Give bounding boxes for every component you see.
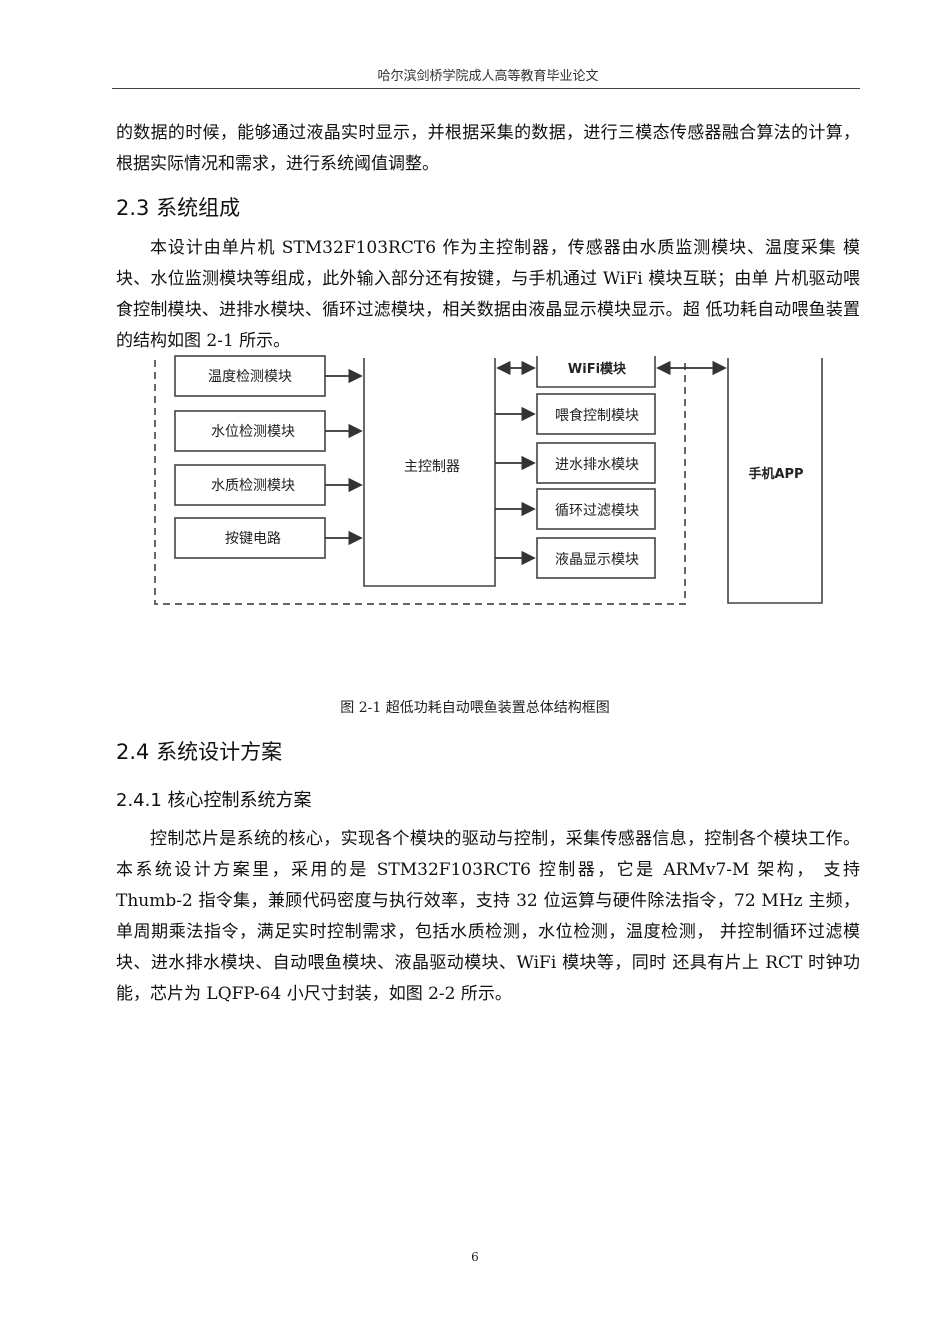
- section-2-4-1-paragraph: 控制芯片是系统的核心，实现各个模块的驱动与控制，采集传感器信息，控制各个模块工作…: [116, 829, 860, 1004]
- intro-paragraph: 的数据的时候，能够通过液晶实时显示，并根据采集的数据，进行三模态传感器融合算法的…: [116, 123, 860, 174]
- figure-caption: 图 2-1 超低功耗自动喂鱼装置总体结构框图: [340, 700, 610, 716]
- input-module-label: 温度检测模块: [208, 369, 292, 385]
- section-2-3-paragraph: 本设计由单片机 STM32F103RCT6 作为主控制器，传感器由水质监测模块、…: [116, 238, 860, 351]
- system-boundary: [154, 360, 686, 605]
- input-module-water-level: 水位检测模块: [174, 410, 326, 452]
- section-heading-2-3: 2.3 系统组成: [116, 196, 241, 220]
- output-module-lcd: 液晶显示模块: [536, 537, 656, 579]
- output-module-label: 喂食控制模块: [555, 407, 639, 424]
- running-header: 哈尔滨剑桥学院成人高等教育毕业论文: [377, 69, 599, 84]
- input-module-water-quality: 水质检测模块: [174, 464, 326, 506]
- output-module-label: 液晶显示模块: [555, 552, 639, 568]
- main-controller-label: 主控制器: [404, 459, 460, 475]
- main-controller: 主控制器: [363, 358, 496, 587]
- page-number: 6: [471, 1250, 479, 1264]
- system-block-diagram: 温度检测模块 水位检测模块 水质检测模块 按键电路 主控制器 WiFi模块 喂食…: [154, 355, 823, 605]
- wifi-module-label: WiFi模块: [568, 361, 627, 377]
- input-module-label: 水位检测模块: [211, 424, 295, 440]
- input-module-label: 水质检测模块: [211, 478, 295, 494]
- section-heading-2-4: 2.4 系统设计方案: [116, 740, 283, 764]
- header-divider: [112, 88, 860, 89]
- output-module-label: 循环过滤模块: [555, 503, 639, 519]
- output-module-feeding: 喂食控制模块: [536, 393, 656, 435]
- input-module-temperature: 温度检测模块: [174, 355, 326, 397]
- phone-app-label: 手机APP: [748, 466, 803, 482]
- output-module-label: 进水排水模块: [555, 457, 639, 473]
- phone-app: 手机APP: [727, 358, 823, 604]
- output-module-water-in-out: 进水排水模块: [536, 442, 656, 484]
- wifi-module: WiFi模块: [536, 356, 656, 388]
- output-module-filter: 循环过滤模块: [536, 488, 656, 530]
- input-module-label: 按键电路: [225, 531, 281, 547]
- input-module-keypad: 按键电路: [174, 517, 326, 559]
- subsection-heading-2-4-1: 2.4.1 核心控制系统方案: [116, 790, 312, 811]
